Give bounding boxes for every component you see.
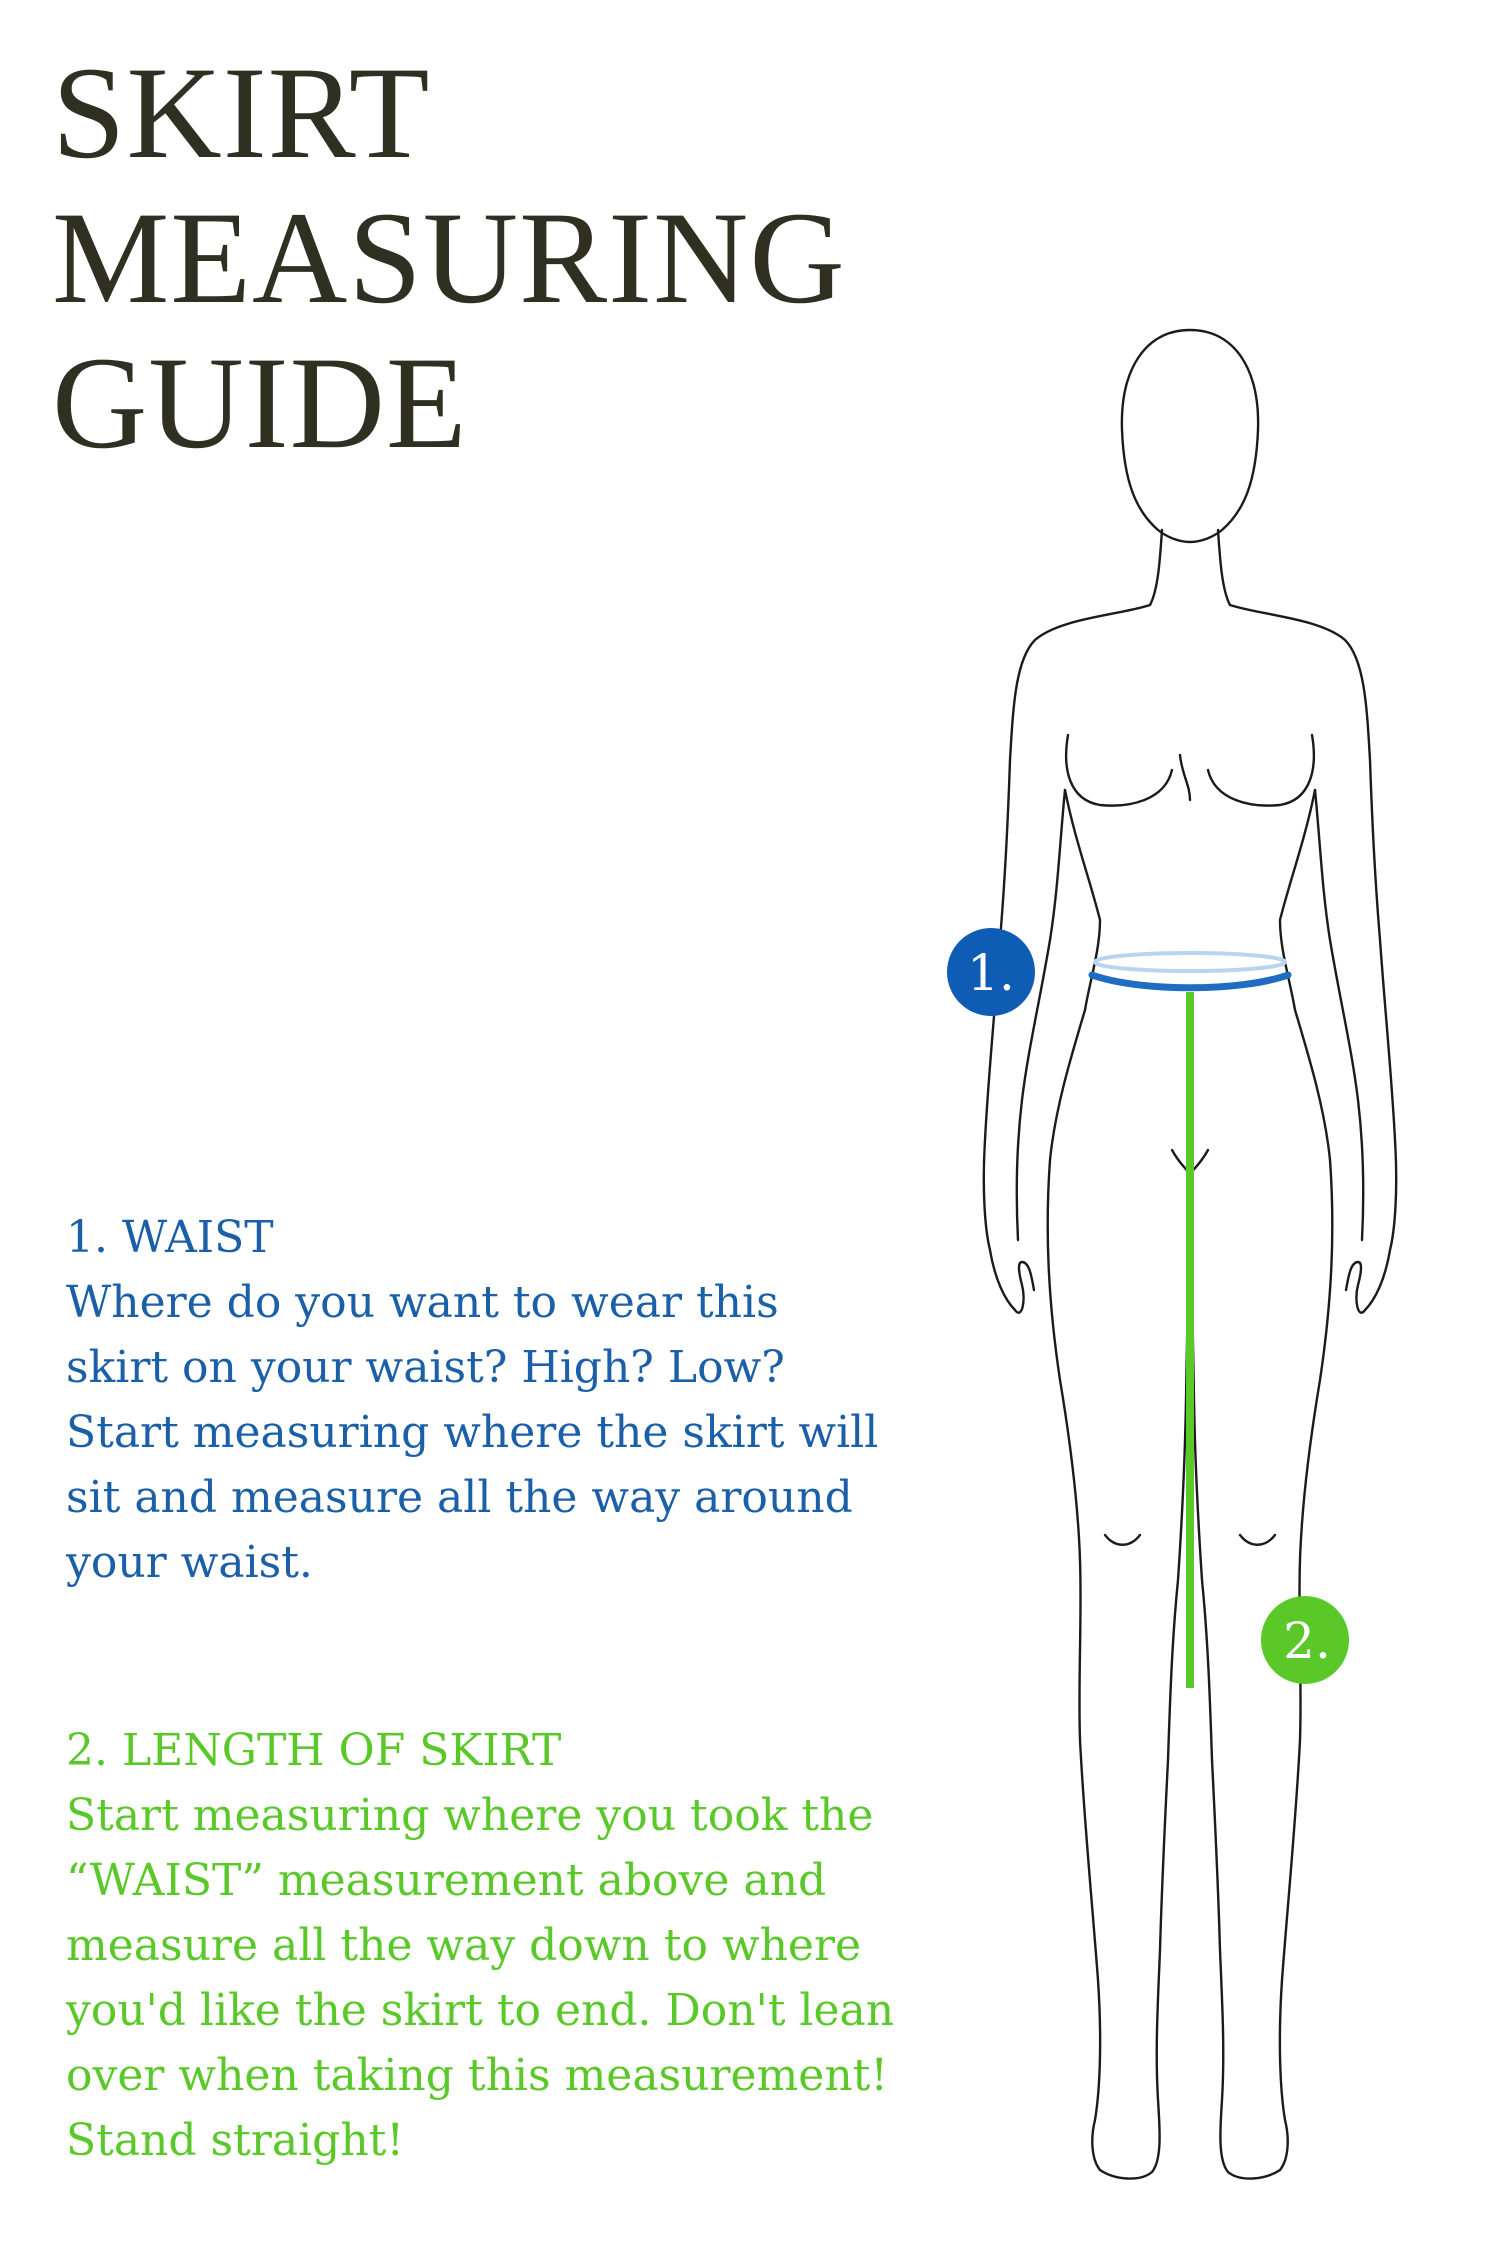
waist-text-line-2: skirt on your waist? High? Low? bbox=[66, 1342, 785, 1393]
length-text-line-6: Stand straight! bbox=[66, 2115, 405, 2166]
waist-text-line-1: Where do you want to wear this bbox=[66, 1277, 779, 1328]
length-text-line-4: you'd like the skirt to end. Don't lean bbox=[66, 1985, 895, 2036]
waist-text-line-4: sit and measure all the way around bbox=[66, 1472, 853, 1523]
body-left-outline bbox=[982, 528, 1164, 1314]
waist-text-line-3: Start measuring where the skirt will bbox=[66, 1407, 879, 1458]
torso-left bbox=[1046, 788, 1192, 2180]
arm-right-inner bbox=[1313, 788, 1365, 1242]
title-line-1: SKIRT bbox=[52, 39, 431, 186]
arm-left-inner bbox=[1015, 788, 1067, 1242]
head-outline bbox=[1120, 328, 1260, 544]
body-right-outline bbox=[1216, 528, 1398, 1314]
length-heading: 2. LENGTH OF SKIRT bbox=[66, 1725, 562, 1776]
waist-marker-badge: 1. bbox=[947, 928, 1035, 1016]
length-instructions: 2. LENGTH OF SKIRT Start measuring where… bbox=[66, 1718, 1006, 2173]
page-title: SKIRT MEASURING GUIDE bbox=[52, 40, 846, 475]
length-text-line-3: measure all the way down to where bbox=[66, 1920, 862, 1971]
fashion-croquis-figure-icon bbox=[982, 328, 1398, 2180]
length-marker-badge: 2. bbox=[1261, 1596, 1349, 1684]
bust-left bbox=[1064, 733, 1174, 807]
bust-center bbox=[1178, 753, 1192, 802]
waist-text-line-5: your waist. bbox=[66, 1537, 313, 1588]
length-text-line-1: Start measuring where you took the bbox=[66, 1790, 874, 1841]
length-marker-label: 2. bbox=[1283, 1612, 1331, 1670]
waist-heading: 1. WAIST bbox=[66, 1212, 274, 1263]
knee-right bbox=[1238, 1533, 1277, 1546]
title-line-2: MEASURING bbox=[52, 184, 846, 331]
waist-instructions: 1. WAIST Where do you want to wear this … bbox=[66, 1205, 1006, 1595]
knee-left bbox=[1103, 1533, 1142, 1546]
torso-right bbox=[1188, 788, 1334, 2180]
waist-marker-label: 1. bbox=[967, 944, 1015, 1002]
length-text-line-5: over when taking this measurement! bbox=[66, 2050, 889, 2101]
title-line-3: GUIDE bbox=[52, 329, 468, 476]
length-text-line-2: “WAIST” measurement above and bbox=[66, 1855, 827, 1906]
bust-right bbox=[1206, 733, 1316, 807]
waist-back-line bbox=[1093, 951, 1287, 973]
waist-measure-line-icon bbox=[1088, 971, 1292, 992]
